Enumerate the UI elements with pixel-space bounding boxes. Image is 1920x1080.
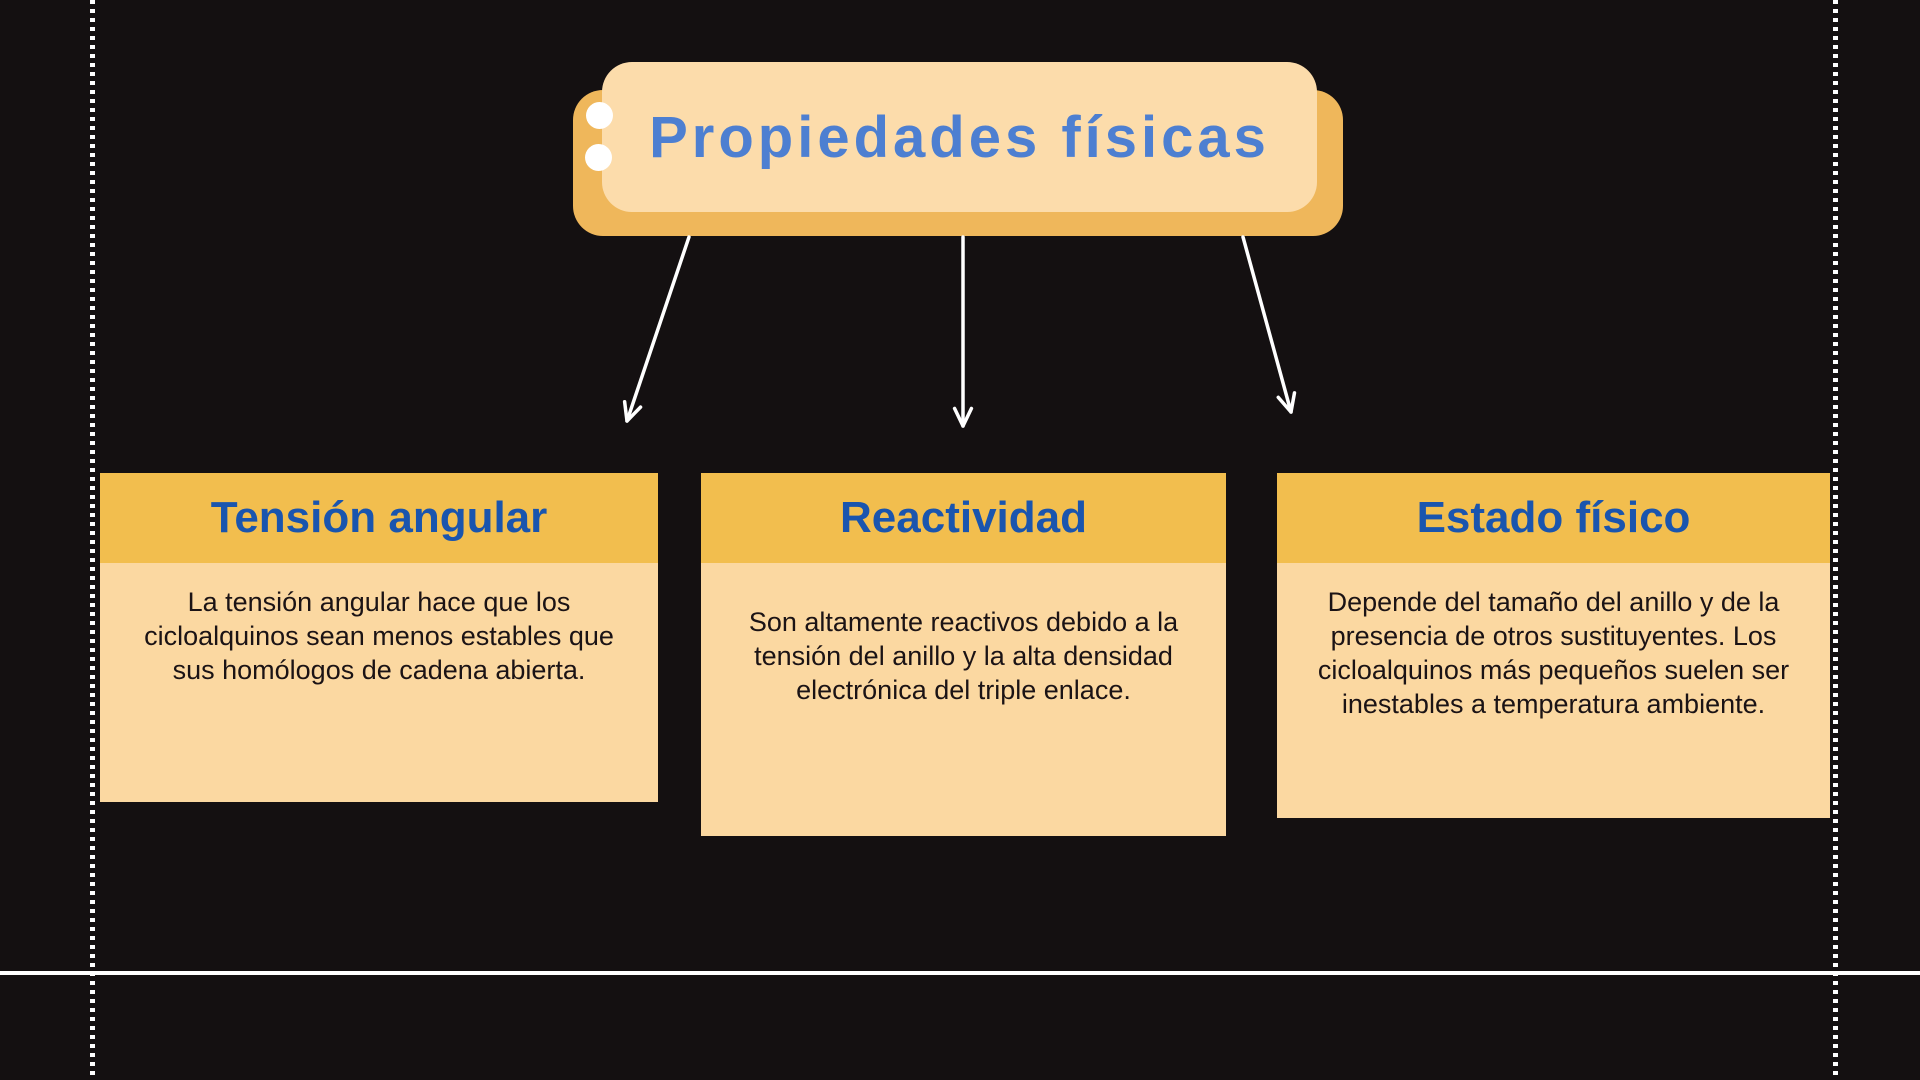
card-header: Reactividad xyxy=(701,473,1226,563)
card-header: Tensión angular xyxy=(100,473,658,563)
bottom-horizontal-rule xyxy=(0,971,1920,975)
card-reactividad: Reactividad Son altamente reactivos debi… xyxy=(701,473,1226,836)
card-body-text: La tensión angular hace que los cicloalq… xyxy=(100,563,658,802)
title-bullet-dot-top xyxy=(586,102,613,129)
connector-arrow-left xyxy=(622,235,691,423)
card-title: Tensión angular xyxy=(210,493,548,542)
card-estado-fisico: Estado físico Depende del tamaño del ani… xyxy=(1277,473,1830,818)
title-box: Propiedades físicas xyxy=(602,62,1317,212)
right-dotted-border xyxy=(1833,0,1838,1080)
card-header: Estado físico xyxy=(1277,473,1830,563)
left-dotted-border xyxy=(90,0,95,1080)
connector-arrow-right xyxy=(1241,235,1297,414)
card-title: Reactividad xyxy=(840,493,1087,542)
card-body-text: Son altamente reactivos debido a la tens… xyxy=(701,563,1226,836)
card-title: Estado físico xyxy=(1416,493,1691,542)
card-body-text: Depende del tamaño del anillo y de la pr… xyxy=(1277,563,1830,818)
page-title: Propiedades físicas xyxy=(649,104,1270,170)
card-tension-angular: Tensión angular La tensión angular hace … xyxy=(100,473,658,802)
title-bullet-dot-bottom xyxy=(585,144,612,171)
